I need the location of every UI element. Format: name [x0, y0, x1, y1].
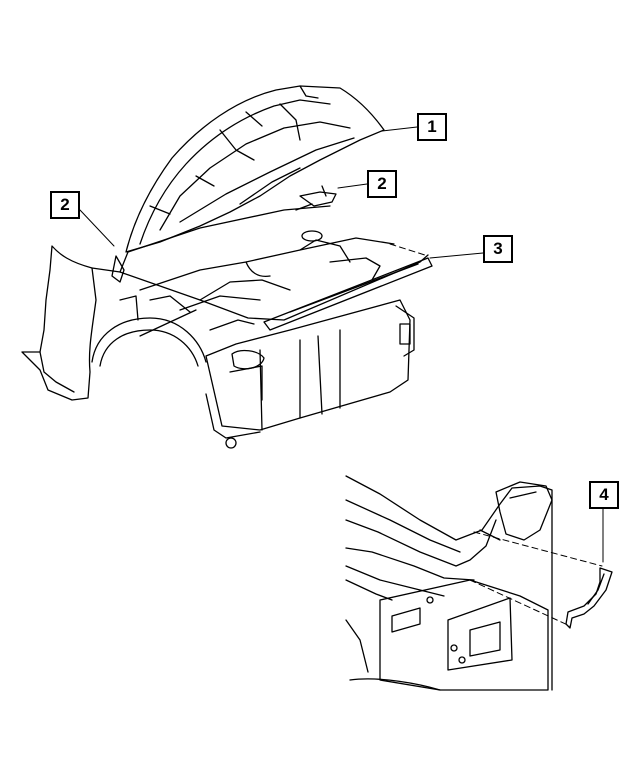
- hood-hinge-right: [295, 185, 337, 211]
- hood-hinge-left: [111, 255, 125, 283]
- hood-panel: [125, 85, 385, 253]
- leader-lines: [79, 126, 604, 627]
- vehicle-front-structure: [21, 205, 433, 449]
- callout-2-left: 2: [50, 191, 80, 219]
- callout-4: 4: [589, 481, 619, 509]
- inset-detail-view: [343, 475, 613, 701]
- callout-1: 1: [417, 113, 447, 141]
- callout-3: 3: [483, 235, 513, 263]
- callout-2-hinge: 2: [367, 170, 397, 198]
